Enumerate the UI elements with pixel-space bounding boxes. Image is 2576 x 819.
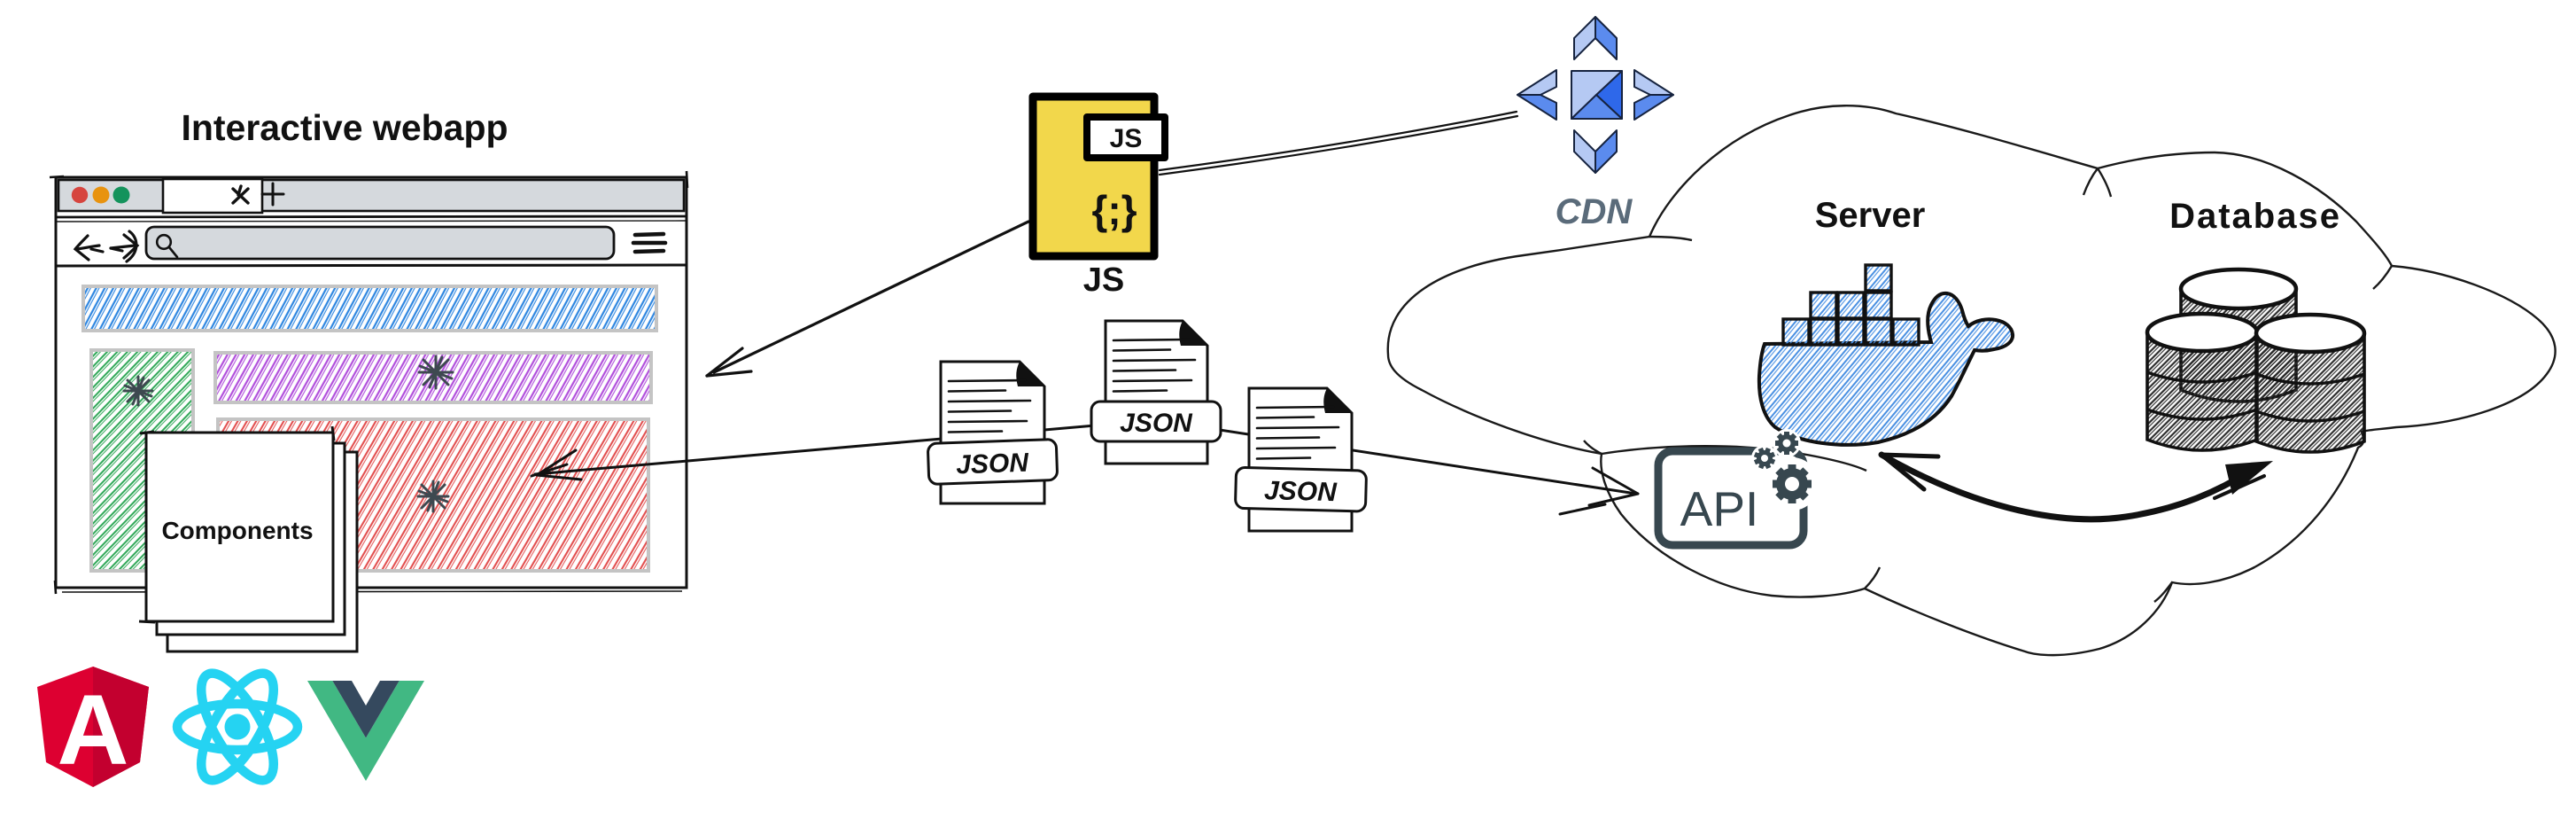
- svg-text:Server: Server: [1815, 196, 1926, 235]
- svg-text:JSON: JSON: [956, 448, 1030, 480]
- svg-text:{;}: {;}: [1091, 187, 1137, 233]
- svg-text:Database: Database: [2169, 197, 2341, 236]
- svg-text:API: API: [1680, 481, 1759, 536]
- svg-text:JSON: JSON: [1120, 409, 1193, 438]
- svg-text:JS: JS: [1083, 261, 1124, 299]
- svg-text:Interactive webapp: Interactive webapp: [181, 107, 508, 148]
- svg-text:A: A: [58, 675, 129, 785]
- svg-text:Components: Components: [161, 517, 313, 544]
- svg-text:CDN: CDN: [1556, 192, 1633, 231]
- svg-text:JS: JS: [1110, 124, 1143, 153]
- svg-text:JSON: JSON: [1264, 476, 1338, 507]
